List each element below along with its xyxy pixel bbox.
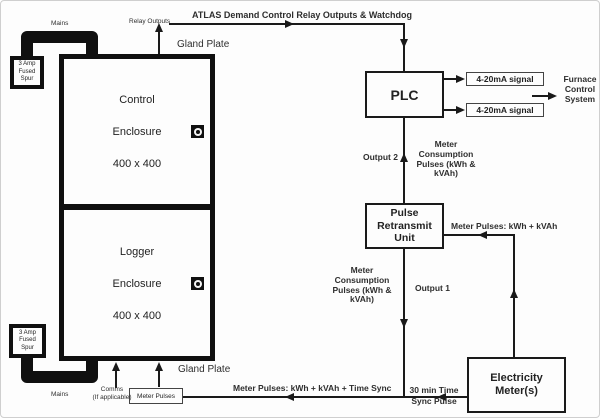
control-enclosure-label: Control [119, 93, 155, 106]
meter-pulses-bottom-arrowhead-left [285, 393, 294, 401]
gland-plate-bottom-label: Gland Plate [178, 364, 231, 375]
meter-pulses-kwh-kvah-label: Meter Pulses: kWh + kVAh [451, 221, 558, 231]
cam-lock-ring [193, 127, 202, 136]
comms-label: Comms (If applicable) [92, 386, 132, 401]
output-1-label: Output 1 [415, 283, 450, 293]
relay-outputs-label: Relay Outputs [129, 18, 171, 25]
cam-lock-pin [195, 281, 200, 286]
pulse-retransmit-unit-box: Pulse Retransmit Unit [365, 203, 444, 249]
output-1-arrowhead-down [400, 319, 408, 328]
fused-spur-top: 3 Amp Fused Spur [10, 56, 44, 89]
electricity-meters-box: Electricity Meter(s) [467, 357, 566, 413]
meter-pulses-arrowhead-up [510, 289, 518, 298]
furnace-control-system-label: Furnace Control System [563, 74, 597, 104]
control-enclosure-label: Enclosure [112, 125, 162, 138]
mains-cable-bottom [21, 353, 98, 383]
atlas-relay-line [169, 23, 405, 71]
mains-bottom-label: Mains [51, 391, 69, 398]
meter-consumption-upper-label: Meter Consumption Pulses (kWh & kVAh) [416, 139, 476, 179]
signal-bottom-arrowhead-right [456, 106, 465, 114]
enclosure-divider [59, 204, 215, 210]
cam-lock-icon [191, 277, 204, 290]
meter-pulses-box: Meter Pulses [129, 388, 183, 404]
diagram-title: ATLAS Demand Control Relay Outputs & Wat… [192, 10, 412, 20]
control-enclosure: Control Enclosure 400 x 400 [64, 59, 210, 204]
output-2-label: Output 2 [363, 152, 398, 162]
signal-box-top: 4-20mA signal [466, 72, 544, 86]
comms-arrowhead-up [112, 362, 120, 371]
meter-pulses-arrowhead-left [478, 231, 487, 239]
logger-enclosure-label: Enclosure [112, 277, 162, 290]
relay-outputs-arrowhead-up [155, 23, 163, 32]
signal-box-bottom: 4-20mA signal [466, 103, 544, 117]
logger-enclosure-label: Logger [119, 245, 155, 258]
atlas-arrowhead-right [285, 20, 294, 28]
gland-plate-top-label: Gland Plate [177, 39, 230, 50]
signal-top-arrowhead-right [456, 75, 465, 83]
meter-pulses-in-arrowhead-up [155, 362, 163, 371]
cam-lock-icon [191, 125, 204, 138]
fused-spur-bottom: 3 Amp Fused Spur [9, 324, 46, 358]
time-sync-arrowhead-left [437, 393, 446, 401]
time-sync-pulse-label: 30 min Time Sync Pulse [409, 385, 459, 406]
furnace-arrowhead-right [548, 92, 557, 100]
cam-lock-ring [193, 279, 202, 288]
logger-enclosure-size: 400 x 400 [112, 309, 162, 322]
control-enclosure-size: 400 x 400 [112, 157, 162, 170]
output-2-arrowhead-up [400, 153, 408, 162]
meter-pulses-time-sync-label: Meter Pulses: kWh + kVAh + Time Sync [233, 383, 392, 393]
logger-enclosure: Logger Enclosure 400 x 400 [64, 211, 210, 356]
plc-input-arrowhead-down [400, 39, 408, 48]
plc-box: PLC [365, 71, 444, 118]
mains-top-label: Mains [51, 20, 69, 27]
meter-pulses-feed-line [444, 234, 515, 357]
mains-cable-top [21, 31, 98, 58]
cam-lock-pin [195, 129, 200, 134]
meter-consumption-lower-label: Meter Consumption Pulses (kWh & kVAh) [332, 265, 392, 305]
